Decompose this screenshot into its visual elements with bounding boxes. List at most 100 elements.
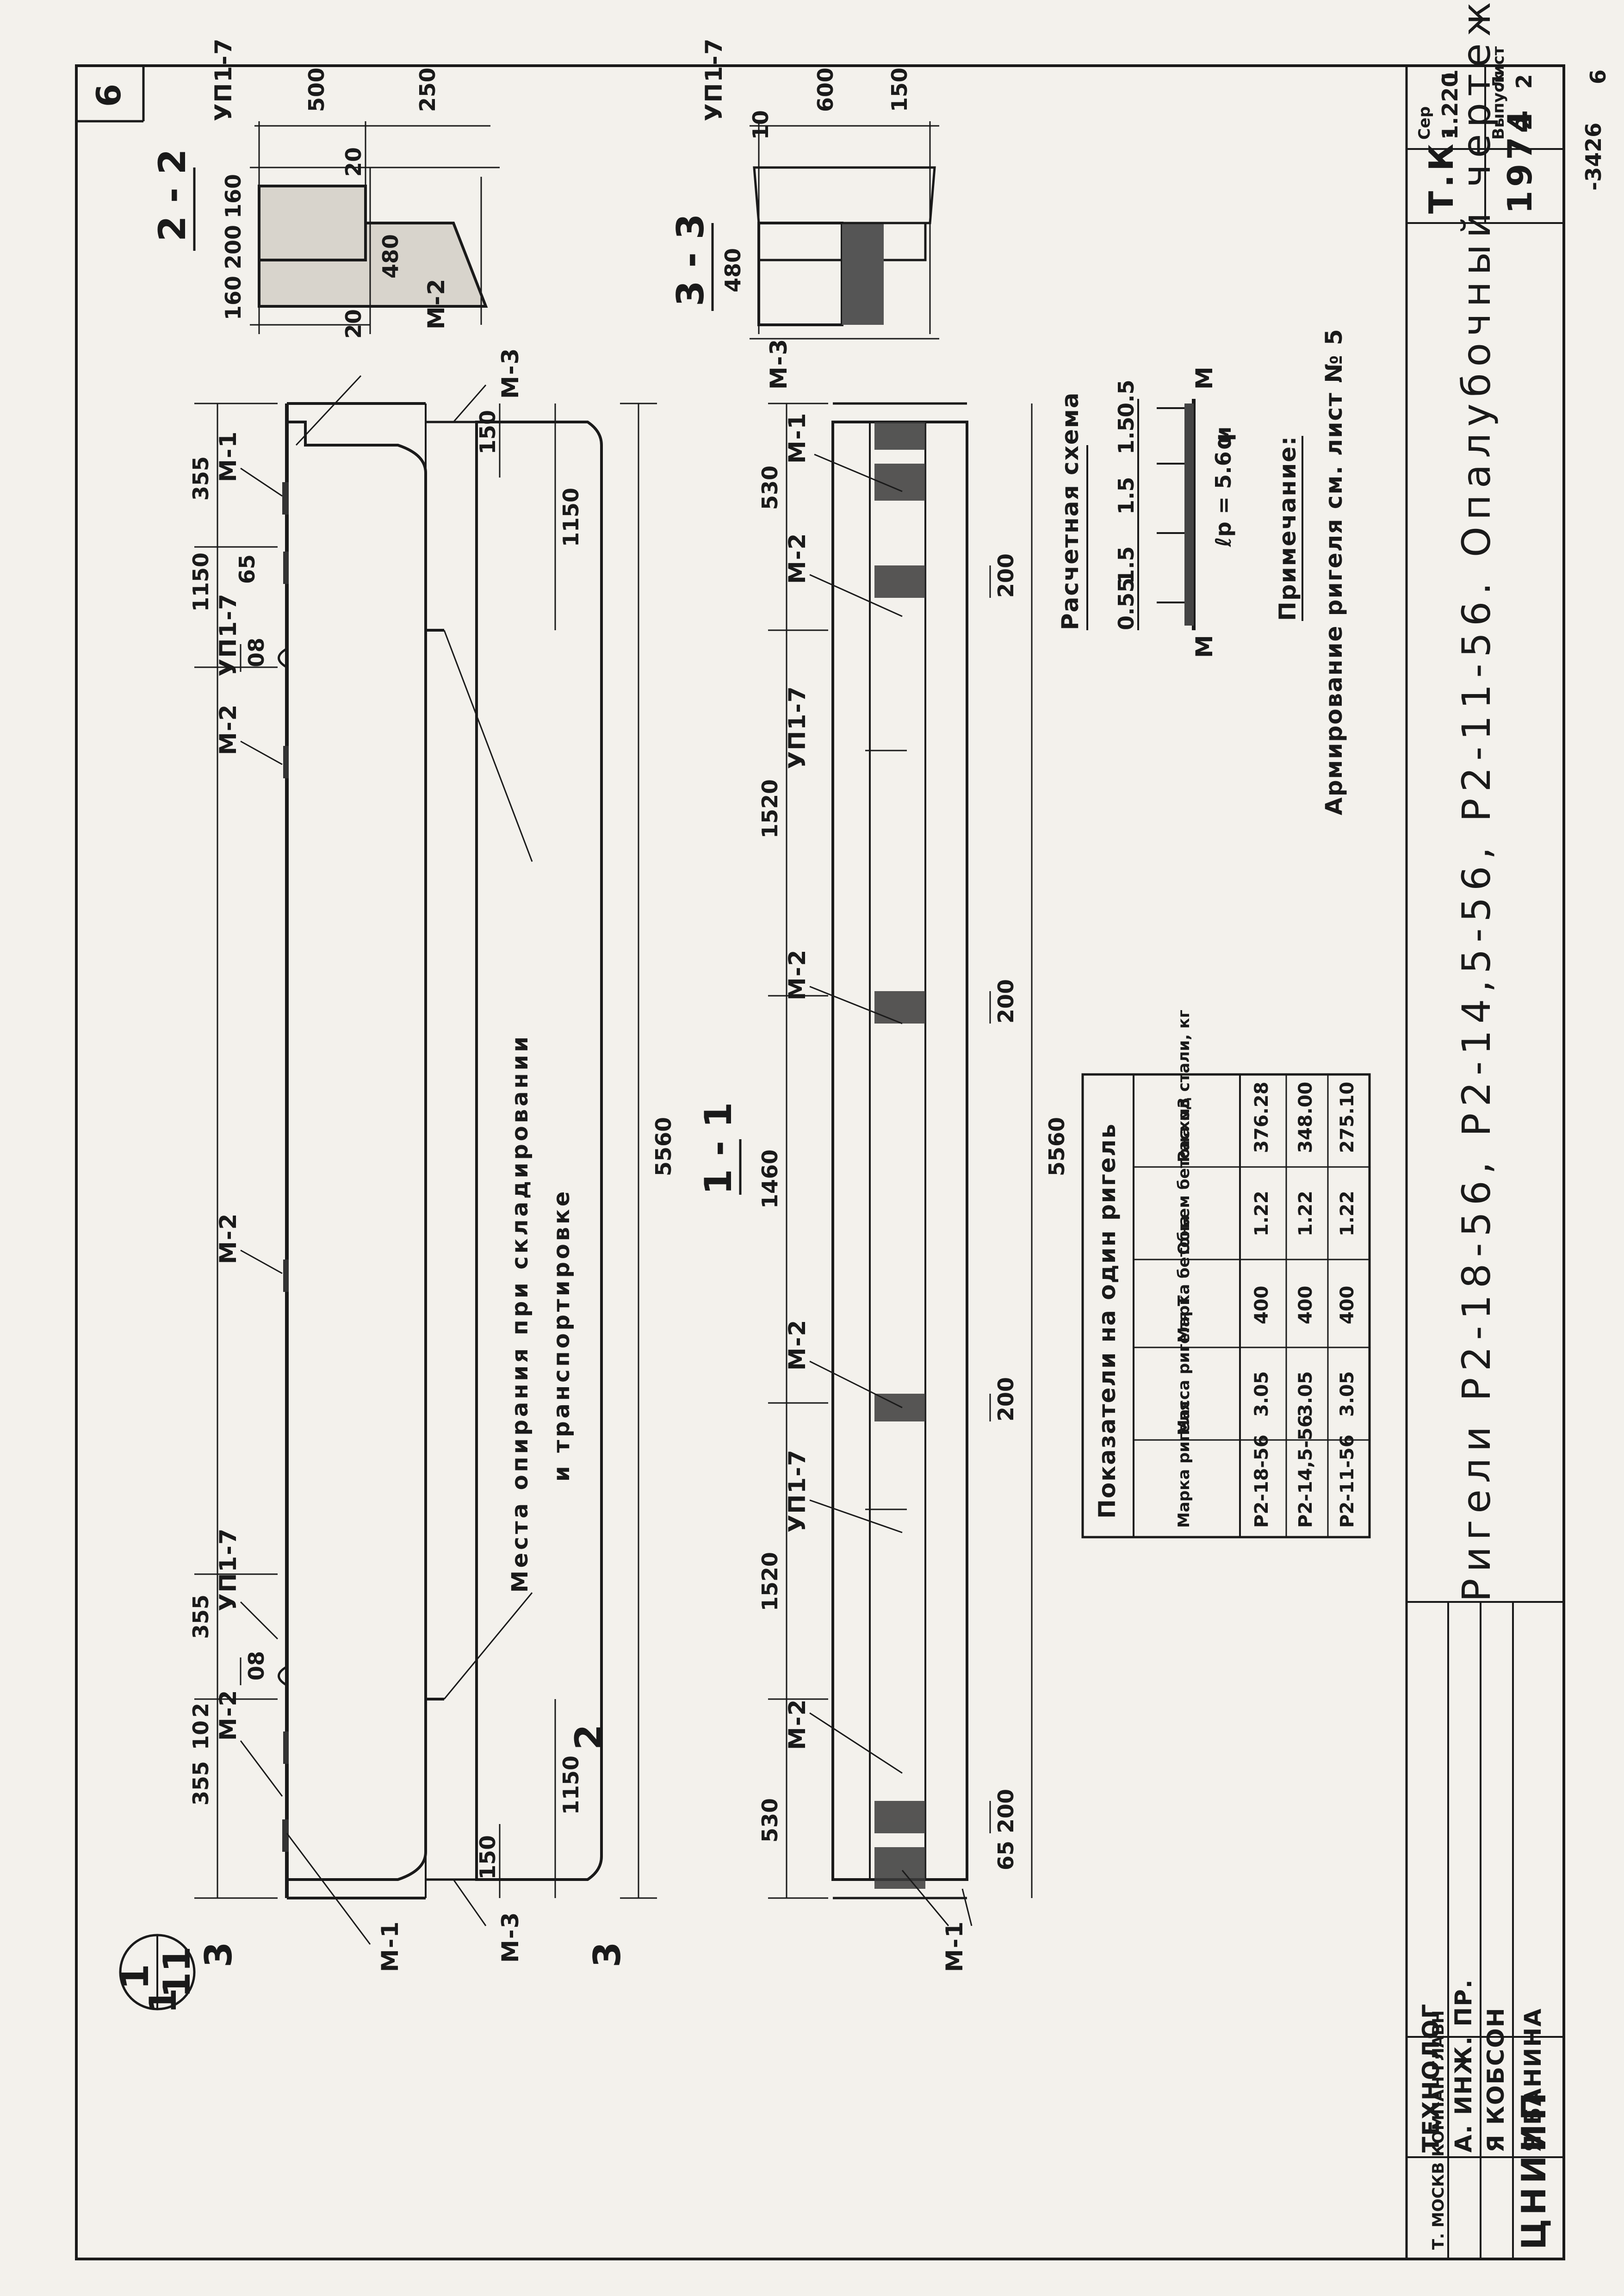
- scheme-dim-3: 1.5: [1114, 477, 1139, 515]
- td-r1-volume: 1.22: [1251, 1191, 1272, 1236]
- sec22-label-upl: УП1-7: [210, 37, 237, 121]
- dim-1150-right: 1150: [558, 488, 583, 547]
- sec-label-m2-2: М-2: [784, 1319, 811, 1371]
- sheet-code: -3426: [1581, 123, 1606, 191]
- sec-label-upl-2: УП1-7: [784, 685, 811, 769]
- section-3-3-title: 3 - 3: [669, 214, 712, 306]
- dim-200-1: 200: [993, 1789, 1018, 1833]
- dim-65-sec: 65: [993, 1841, 1018, 1870]
- sec33-label-upl: УП1-7: [700, 37, 727, 121]
- stamp-row1: ТЕХНОЛОГ: [1418, 2003, 1444, 2153]
- dim-20a: 20: [341, 309, 366, 339]
- th-mark: Марка ригеля: [1175, 1401, 1193, 1528]
- td-r1-mark: Р2-18-56: [1251, 1434, 1272, 1528]
- scheme-dim-4: 1.5: [1114, 417, 1139, 455]
- sheet-number: 6: [89, 80, 128, 107]
- dim-1150-right-top: 355: [188, 1595, 213, 1639]
- dim-250: 250: [415, 68, 440, 112]
- dim-5560-sec: 5560: [1044, 1117, 1069, 1176]
- section-1-1-title: 1 - 1: [697, 1102, 740, 1195]
- stamp-year: 1974: [1500, 106, 1539, 214]
- td-r1-steel: 376.28: [1251, 1082, 1272, 1153]
- scheme-q: q: [1209, 432, 1236, 450]
- td-r2-mass: 3.05: [1295, 1371, 1316, 1417]
- th-volume: Объем бетона м3: [1175, 1098, 1193, 1255]
- dim-200-2: 200: [993, 1377, 1018, 1421]
- dim-500: 500: [304, 68, 329, 112]
- th-mass: Масса ригеля Т: [1175, 1295, 1193, 1435]
- support-note-line1: Места опирания при складировании: [507, 1034, 533, 1593]
- dim-160-2: 160: [221, 174, 246, 218]
- scheme-dim-1: 0.55: [1114, 578, 1139, 631]
- label-m1-left: М-1: [377, 1921, 403, 1972]
- dim-355: 355: [188, 1761, 213, 1806]
- stamp-list-value: 2: [1512, 74, 1537, 89]
- sheet-frame: [75, 64, 1565, 2260]
- dim-08-left: 08: [244, 1651, 269, 1681]
- sec-label-m1-left: М-1: [941, 1921, 968, 1972]
- label-m2-mid2: М-2: [215, 704, 242, 755]
- cut-mark-3-bottom: 3: [586, 1942, 629, 1967]
- elevation-view: 355 355 10 2 1150 65 355 08 08 М-2 УП1-7…: [114, 348, 676, 2014]
- label-upl-right: УП1-7: [215, 593, 242, 676]
- td-r2-concrete: 400: [1295, 1286, 1316, 1325]
- note-title: Примечание:: [1274, 435, 1301, 621]
- stamp-org: ЦНИИП: [1514, 2089, 1553, 2250]
- scheme-dim-2: 1.5: [1114, 546, 1139, 584]
- dim-1460: 1460: [757, 1149, 782, 1209]
- td-r3-steel: 275.10: [1337, 1082, 1358, 1153]
- indicators-table: Показатели на один ригель Марка ригеля М…: [1081, 1010, 1371, 1539]
- td-r1-mass: 3.05: [1251, 1371, 1272, 1417]
- label-m3-left: М-3: [497, 1911, 524, 1963]
- section-1-1: 530 1520 1460 1520 530 200 200 200 200 6…: [697, 402, 1069, 1972]
- stamp-vypusk-label: Выпуск: [1489, 72, 1508, 140]
- td-r2-steel: 348.00: [1295, 1082, 1316, 1153]
- sec-label-m2-3: М-2: [784, 949, 811, 1000]
- cut-mark-3-top: 3: [197, 1942, 240, 1967]
- sec22-label-m2: М-2: [423, 278, 450, 329]
- note-text: Армирование ригеля см. лист № 5: [1320, 328, 1347, 815]
- section-2-2-title: 2 - 2: [151, 149, 194, 242]
- dim-2: 2: [188, 1703, 213, 1718]
- dim-150-33: 150: [887, 68, 912, 112]
- dim-08-right: 08: [244, 638, 269, 667]
- section-2-2: 160 200 160 480 20 20 500 250 2 - 2 М-2 …: [151, 37, 500, 339]
- stamp-list-label: Лист: [1489, 46, 1508, 89]
- dim-160-1: 160: [221, 276, 246, 320]
- dim-530-right: 530: [757, 465, 782, 510]
- cut-mark-2: 2: [567, 1724, 610, 1750]
- dim-150-left: 150: [475, 1835, 500, 1880]
- circle-mark-top: 1: [114, 1964, 157, 1990]
- td-r3-concrete: 400: [1337, 1286, 1358, 1325]
- label-m2-left: М-2: [215, 1689, 242, 1741]
- sheet-title: Ригели Р2-18-56, Р2-14,5-56, Р2-11-56. О…: [1454, 0, 1499, 1602]
- dim-200-3: 200: [993, 979, 1018, 1024]
- dim-600: 600: [813, 68, 838, 112]
- label-upl-left: УП1-7: [215, 1527, 242, 1611]
- table-title: Показатели на один ригель: [1094, 1123, 1121, 1519]
- sec-label-m1: М-1: [784, 412, 811, 464]
- stamp-tk: Т.К.: [1422, 124, 1461, 214]
- stamp-row3: Я КОБСОН: [1482, 2007, 1509, 2153]
- stamp-org2: Т. МОСКВ КОМПАН ГЛАВН: [1429, 2011, 1448, 2250]
- td-r2-mark: Р2-14,5-56: [1295, 1415, 1316, 1528]
- sec-label-upl-1: УП1-7: [784, 1449, 811, 1533]
- calc-scheme: Расчетная схема 0.55 1.5 1.5 1.5 0.5 ℓp …: [1057, 366, 1236, 658]
- dim-65: 65: [235, 554, 260, 584]
- note-block: Примечание: Армирование ригеля см. лист …: [1274, 328, 1347, 815]
- dim-1150-left: 1150: [558, 1756, 583, 1815]
- dim-150-right: 150: [475, 410, 500, 454]
- circle-mark-bottom: 11: [155, 1946, 198, 1998]
- stamp-row2: А. ИНЖ. ПР.: [1450, 1979, 1477, 2153]
- td-r2-volume: 1.22: [1295, 1191, 1316, 1236]
- sheet-corner-mark: 6: [1586, 69, 1611, 84]
- dim-1520-right: 1520: [757, 779, 782, 838]
- sec-label-m2-4: М-2: [784, 533, 811, 584]
- stamp-row4: Я БАНИНА: [1519, 2008, 1546, 2153]
- title-block: ТЕХНОЛОГ А. ИНЖ. ПР. Я КОБСОН Я БАНИНА Ц…: [1407, 46, 1564, 2259]
- sec-label-m2-1: М-2: [784, 1699, 811, 1750]
- dim-20b: 20: [341, 147, 366, 177]
- dim-1520-left: 1520: [757, 1552, 782, 1611]
- td-r3-mass: 3.05: [1337, 1371, 1358, 1417]
